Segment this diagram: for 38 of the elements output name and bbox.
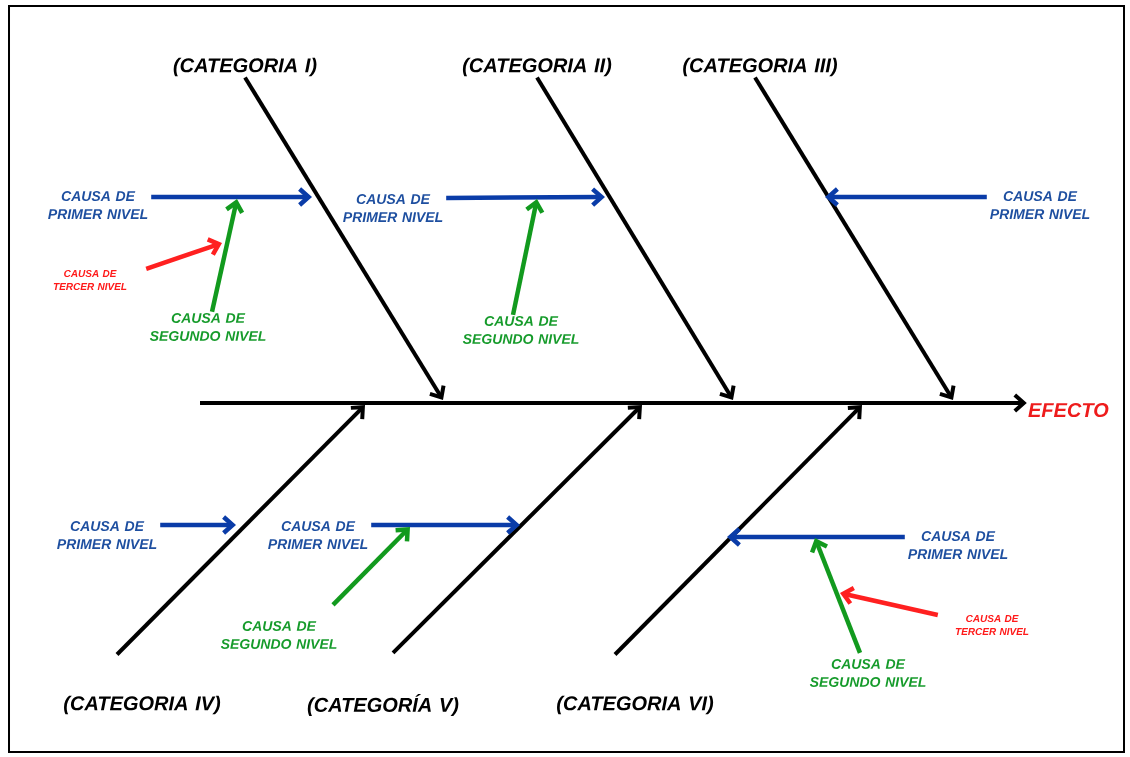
bone-arrow — [613, 405, 862, 656]
bone-arrow — [753, 76, 956, 400]
cause-arrow — [209, 199, 245, 313]
bone-arrow — [115, 405, 365, 656]
category-label: (CATEGORIA I) — [173, 57, 317, 77]
bone-arrow — [535, 76, 736, 400]
cause-arrow — [331, 527, 410, 607]
cause-arrow — [809, 538, 863, 654]
cause-arrow — [825, 187, 987, 207]
category-label: (CATEGORIA III) — [683, 57, 837, 77]
category-label: (CATEGORIA IV) — [64, 695, 221, 715]
cause-label: CAUSA DE PRIMER NIVEL — [990, 191, 1090, 219]
cause-arrow — [145, 237, 222, 271]
effect-label: EFECTO — [1028, 402, 1109, 418]
cause-label: CAUSA DE PRIMER NIVEL — [268, 521, 368, 549]
cause-arrow — [840, 585, 939, 618]
cause-label: CAUSA DE PRIMER NIVEL — [57, 521, 157, 549]
cause-arrow — [727, 527, 905, 547]
cause-arrow — [160, 515, 236, 535]
cause-label: CAUSA DE TERCER NIVEL — [955, 614, 1029, 636]
cause-label: CAUSA DE PRIMER NIVEL — [343, 194, 443, 222]
bone-arrow — [243, 76, 446, 400]
category-label: (CATEGORIA VI) — [557, 695, 714, 715]
spine-arrow — [200, 393, 1027, 413]
category-label: (CATEGORIA II) — [462, 57, 612, 77]
bone-arrow — [391, 405, 642, 655]
cause-arrow — [510, 199, 545, 316]
cause-label: CAUSA DE SEGUNDO NIVEL — [220, 621, 337, 649]
cause-arrow — [151, 187, 312, 207]
cause-arrow — [371, 515, 520, 535]
cause-arrow — [446, 187, 605, 207]
cause-label: CAUSA DE PRIMER NIVEL — [908, 531, 1008, 559]
category-label: (CATEGORÍA V) — [307, 694, 459, 716]
cause-label: CAUSA DE SEGUNDO NIVEL — [149, 313, 266, 341]
cause-label: CAUSA DE SEGUNDO NIVEL — [462, 316, 579, 344]
cause-label: CAUSA DE SEGUNDO NIVEL — [809, 659, 926, 687]
cause-label: CAUSA DE TERCER NIVEL — [53, 269, 127, 291]
cause-label: CAUSA DE PRIMER NIVEL — [48, 191, 148, 219]
